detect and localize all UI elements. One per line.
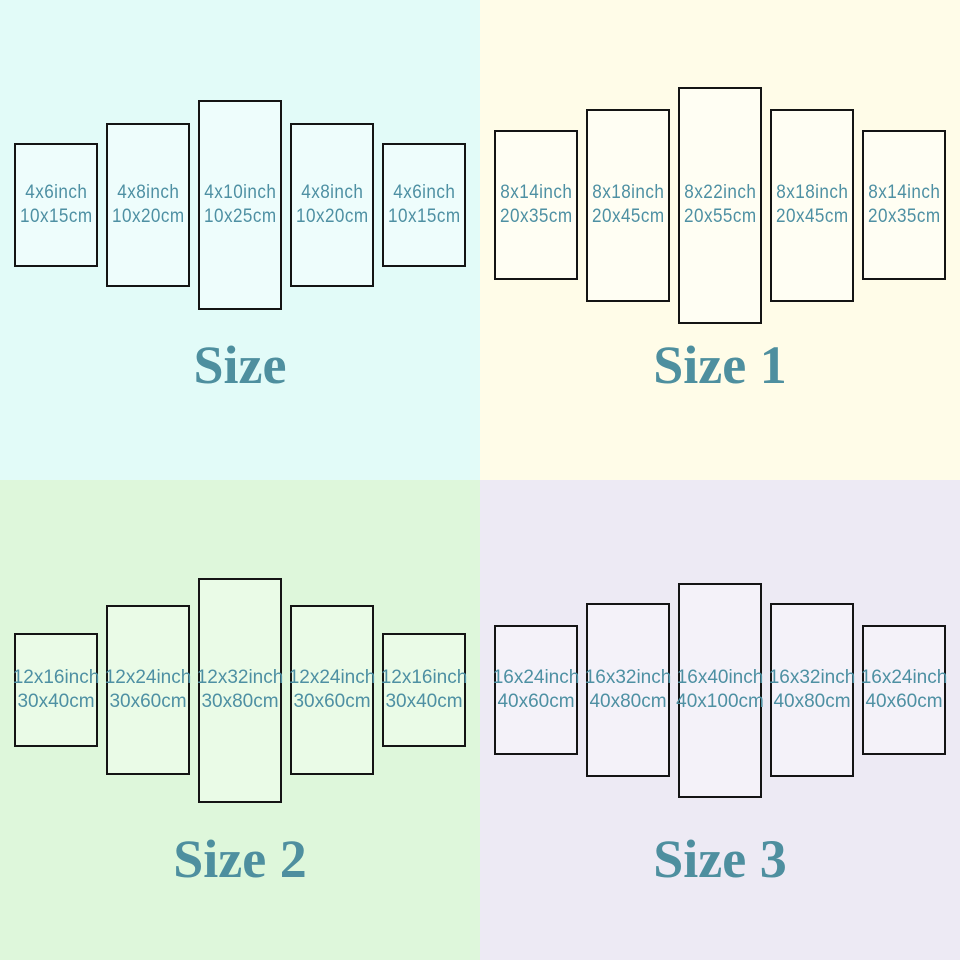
- size-inch-text: 16x24inch: [492, 667, 580, 688]
- size-cm-text: 10x25cm: [203, 206, 277, 227]
- quadrant-size-3: 16x24inch 40x60cm 16x32inch 40x80cm 16x40inc…: [480, 480, 960, 960]
- size-inch-text: 8x18inch: [591, 182, 665, 203]
- size-chart-title: Size 3: [653, 829, 787, 889]
- canvas-panel: 16x32inch 40x80cm: [585, 603, 672, 777]
- panel-size-label: 16x32inch 40x80cm: [585, 666, 672, 714]
- canvas-panel: 16x24inch 40x60cm: [861, 625, 948, 755]
- quadrant-size: 4x6inch 10x15cm 4x8inch 10x20cm 4x10inch 10x2…: [0, 0, 480, 480]
- panel-size-label: 16x40inch 40x100cm: [676, 666, 764, 714]
- size-chart-title: Size 1: [653, 335, 787, 395]
- panel-row: 8x14inch 20x35cm 8x18inch 20x45cm 8x22inch 20…: [480, 0, 960, 410]
- panel-size-label: 8x14inch 20x35cm: [868, 181, 941, 229]
- size-inch-text: 4x8inch: [300, 182, 364, 203]
- size-cm-text: 40x100cm: [676, 691, 764, 712]
- size-inch-text: 8x18inch: [775, 182, 849, 203]
- canvas-panel: 16x24inch 40x60cm: [493, 625, 580, 755]
- canvas-panel: 4x6inch 10x15cm: [382, 143, 466, 267]
- canvas-panel: 12x32inch 30x80cm: [197, 577, 284, 803]
- panel-size-label: 8x22inch 20x55cm: [684, 181, 757, 229]
- canvas-panel: 12x24inch 30x60cm: [105, 605, 192, 775]
- size-cm-text: 30x60cm: [293, 691, 371, 712]
- panel-row: 4x6inch 10x15cm 4x8inch 10x20cm 4x10inch 10x2…: [0, 0, 480, 410]
- size-cm-text: 40x80cm: [589, 691, 667, 712]
- size-cm-text: 10x20cm: [111, 206, 185, 227]
- size-cm-text: 20x55cm: [683, 206, 757, 227]
- panel-size-label: 8x18inch 20x45cm: [776, 181, 849, 229]
- panel-size-label: 8x18inch 20x45cm: [592, 181, 665, 229]
- size-inch-text: 12x24inch: [288, 667, 376, 688]
- size-cm-text: 30x80cm: [201, 691, 279, 712]
- canvas-panel: 12x24inch 30x60cm: [289, 605, 376, 775]
- panel-size-label: 8x14inch 20x35cm: [500, 181, 573, 229]
- panel-row: 12x16inch 30x40cm 12x24inch 30x60cm 12x32inc…: [0, 480, 480, 900]
- panel-size-label: 12x16inch 30x40cm: [13, 666, 100, 714]
- size-chart-title: Size 2: [173, 829, 307, 889]
- panel-size-label: 4x8inch 10x20cm: [296, 181, 369, 229]
- size-cm-text: 10x20cm: [295, 206, 369, 227]
- size-inch-text: 12x16inch: [12, 667, 100, 688]
- canvas-panel: 8x14inch 20x35cm: [494, 130, 578, 280]
- canvas-panel: 4x10inch 10x25cm: [198, 100, 282, 310]
- canvas-panel: 12x16inch 30x40cm: [381, 633, 468, 747]
- size-cm-text: 30x40cm: [385, 691, 463, 712]
- size-inch-text: 16x32inch: [584, 667, 672, 688]
- size-cm-text: 20x45cm: [591, 206, 665, 227]
- panel-size-label: 4x6inch 10x15cm: [388, 181, 461, 229]
- panel-size-label: 12x16inch 30x40cm: [381, 666, 468, 714]
- size-inch-text: 8x14inch: [499, 182, 573, 203]
- panel-size-label: 4x8inch 10x20cm: [112, 181, 185, 229]
- size-inch-text: 12x32inch: [196, 667, 284, 688]
- panel-size-label: 12x24inch 30x60cm: [289, 666, 376, 714]
- canvas-panel: 16x40inch 40x100cm: [676, 582, 764, 798]
- canvas-panel: 8x22inch 20x55cm: [678, 86, 762, 324]
- canvas-panel: 8x18inch 20x45cm: [586, 108, 670, 302]
- quadrant-size-1: 8x14inch 20x35cm 8x18inch 20x45cm 8x22inch 20…: [480, 0, 960, 480]
- size-inch-text: 16x24inch: [860, 667, 948, 688]
- panel-size-label: 16x24inch 40x60cm: [493, 666, 580, 714]
- size-inch-text: 4x6inch: [392, 182, 456, 203]
- quadrant-size-2: 12x16inch 30x40cm 12x24inch 30x60cm 12x32inc…: [0, 480, 480, 960]
- canvas-panel: 8x14inch 20x35cm: [862, 130, 946, 280]
- canvas-panel: 4x8inch 10x20cm: [290, 123, 374, 287]
- panel-size-label: 16x24inch 40x60cm: [861, 666, 948, 714]
- size-cm-text: 10x15cm: [387, 206, 461, 227]
- canvas-panel: 12x16inch 30x40cm: [13, 633, 100, 747]
- size-cm-text: 30x40cm: [17, 691, 95, 712]
- size-inch-text: 4x10inch: [203, 182, 277, 203]
- canvas-panel: 4x6inch 10x15cm: [14, 143, 98, 267]
- size-cm-text: 20x35cm: [867, 206, 941, 227]
- size-cm-text: 40x80cm: [773, 691, 851, 712]
- size-inch-text: 4x8inch: [116, 182, 180, 203]
- size-inch-text: 4x6inch: [24, 182, 88, 203]
- panel-size-label: 4x10inch 10x25cm: [204, 181, 277, 229]
- size-cm-text: 40x60cm: [865, 691, 943, 712]
- size-inch-text: 12x24inch: [104, 667, 192, 688]
- canvas-panel: 8x18inch 20x45cm: [770, 108, 854, 302]
- size-inch-text: 12x16inch: [380, 667, 468, 688]
- size-cm-text: 10x15cm: [19, 206, 93, 227]
- size-cm-text: 20x45cm: [775, 206, 849, 227]
- panel-size-label: 4x6inch 10x15cm: [20, 181, 93, 229]
- panel-size-label: 16x32inch 40x80cm: [769, 666, 856, 714]
- size-inch-text: 8x22inch: [683, 182, 757, 203]
- panel-row: 16x24inch 40x60cm 16x32inch 40x80cm 16x40inc…: [480, 480, 960, 900]
- size-chart-title: Size: [193, 335, 287, 395]
- size-inch-text: 16x40inch: [676, 667, 764, 688]
- size-inch-text: 16x32inch: [768, 667, 856, 688]
- size-cm-text: 40x60cm: [497, 691, 575, 712]
- size-cm-text: 30x60cm: [109, 691, 187, 712]
- canvas-panel: 4x8inch 10x20cm: [106, 123, 190, 287]
- size-cm-text: 20x35cm: [499, 206, 573, 227]
- panel-size-label: 12x24inch 30x60cm: [105, 666, 192, 714]
- size-inch-text: 8x14inch: [867, 182, 941, 203]
- panel-size-label: 12x32inch 30x80cm: [197, 666, 284, 714]
- canvas-panel: 16x32inch 40x80cm: [769, 603, 856, 777]
